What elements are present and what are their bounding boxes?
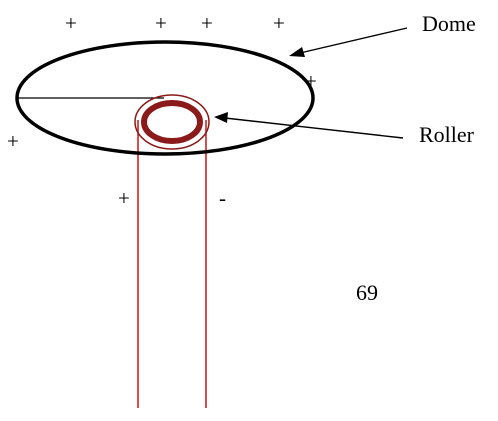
dome-arrow-head: [289, 47, 305, 57]
dome-label: Dome: [422, 11, 476, 36]
charge-sign-belt-left: +: [118, 186, 130, 210]
charge-sign-right: +: [305, 69, 317, 93]
roller-arrow-head: [214, 112, 228, 123]
charge-sign-left: +: [7, 129, 19, 153]
dome-ellipse: [15, 40, 315, 156]
charge-sign-top-2: +: [155, 11, 167, 35]
roller-outer-ring: [134, 94, 210, 150]
roller-arrow-line: [224, 117, 404, 139]
charge-sign-top-1: +: [65, 11, 77, 35]
charge-sign-belt-right: -: [219, 186, 226, 210]
charge-sign-top-4: +: [273, 11, 285, 35]
charge-sign-top-3: +: [201, 11, 213, 35]
roller-label: Roller: [419, 122, 475, 147]
dome-arrow-line: [299, 27, 408, 54]
page-number: 69: [356, 280, 378, 305]
roller-inner-ring: [141, 100, 203, 144]
